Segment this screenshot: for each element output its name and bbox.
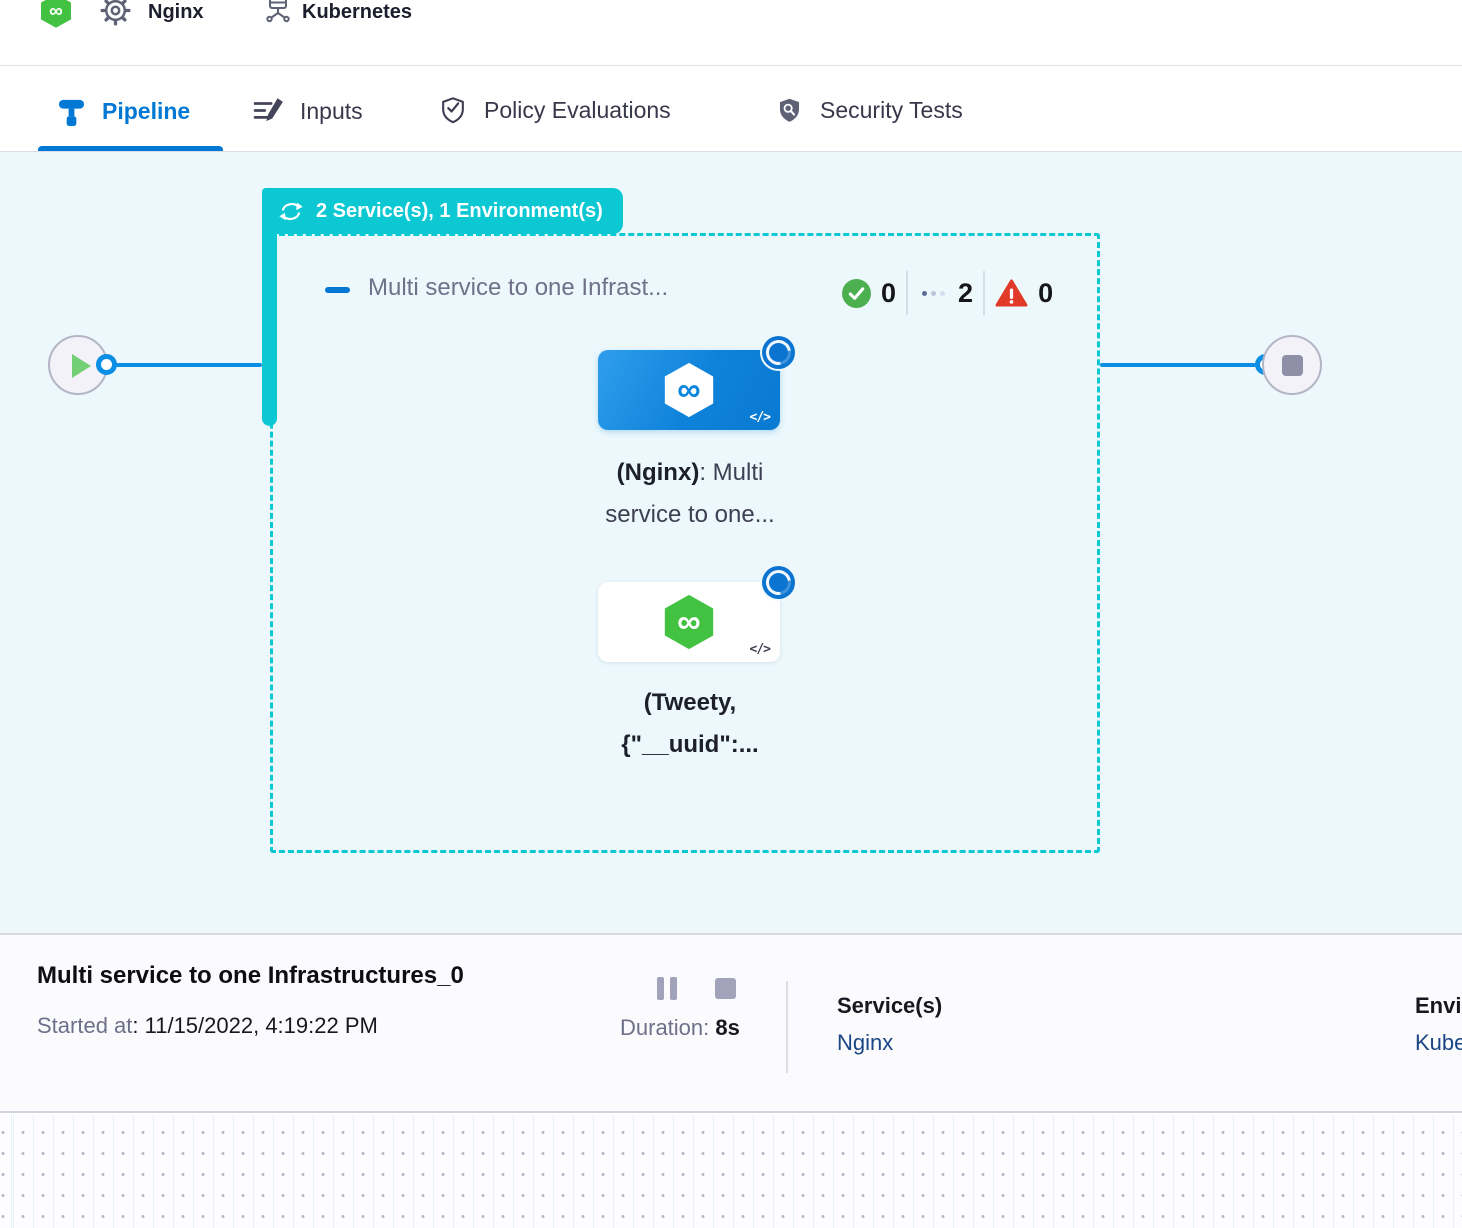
execution-tabbar: Pipeline Inputs Policy Eva <box>0 66 1462 152</box>
harness-pipeline-icon: ∞ <box>38 0 74 30</box>
header-infra-name[interactable]: Kubernetes <box>302 1 413 23</box>
service-node-nginx[interactable]: ∞ </> <box>598 350 780 430</box>
collapse-stage-button[interactable] <box>325 287 350 293</box>
stage-group-side-bar <box>262 188 277 426</box>
execution-summary-bar: Multi service to one Infrastructures_0 S… <box>0 933 1462 1113</box>
service-node-nginx-label[interactable]: (Nginx): Multi service to one... <box>605 459 775 528</box>
counter-divider <box>906 271 909 315</box>
svg-text:∞: ∞ <box>677 371 700 408</box>
duration-line: Duration: 8s <box>620 1015 740 1041</box>
services-column: Service(s) Nginx <box>837 993 942 1056</box>
harness-service-icon: ∞ <box>660 361 718 419</box>
stage-group-box <box>270 233 1100 853</box>
tab-pipeline[interactable]: Pipeline <box>57 94 190 128</box>
kubernetes-infra-icon <box>262 0 294 26</box>
running-spinner-icon <box>762 336 795 369</box>
execution-title: Multi service to one Infrastructures_0 <box>37 962 464 989</box>
stage-group-badge-label: 2 Service(s), 1 Environment(s) <box>316 199 603 222</box>
pipeline-end-node[interactable] <box>1262 335 1322 395</box>
service-node-tweety[interactable]: ∞ </> <box>598 582 780 662</box>
success-count[interactable]: 0 <box>881 277 897 308</box>
tab-policy-evaluations[interactable]: Policy Evaluations <box>438 93 671 127</box>
code-glyph: </> <box>749 410 772 425</box>
footer-divider <box>786 981 788 1073</box>
active-tab-underline <box>38 146 223 151</box>
environments-column: Environment(s) Kubernetes <box>1415 993 1462 1056</box>
environments-label: Environment(s) <box>1415 993 1462 1018</box>
tab-pipeline-label: Pipeline <box>102 98 191 124</box>
success-count-icon <box>842 278 871 308</box>
pipeline-canvas: 2 Service(s), 1 Environment(s) Multi ser… <box>0 152 1462 933</box>
svg-text:∞: ∞ <box>677 603 700 640</box>
gear-icon <box>99 0 132 27</box>
stage-title[interactable]: Multi service to one Infrast... <box>368 274 669 301</box>
duration-value: 8s <box>715 1015 740 1040</box>
header-connector-name[interactable]: Nginx <box>148 1 204 23</box>
counter-divider <box>983 271 986 315</box>
tab-inputs[interactable]: Inputs <box>253 94 363 128</box>
dotted-grid-panel <box>0 1115 1462 1228</box>
failed-count-icon <box>995 278 1028 308</box>
edge-stage-to-end <box>1100 363 1256 367</box>
pipeline-icon <box>57 96 86 127</box>
edge-start-to-stage <box>106 363 262 367</box>
code-glyph: </> <box>749 642 772 657</box>
started-at-line: Started at: 11/15/2022, 4:19:22 PM <box>37 1013 378 1039</box>
stage-step-counters: 0 2 0 <box>842 270 1053 316</box>
duration-label: Duration: <box>620 1015 716 1040</box>
environment-link-kubernetes[interactable]: Kubernetes <box>1415 1030 1462 1055</box>
edge-start-connector-dot <box>96 354 117 375</box>
abort-execution-button[interactable] <box>715 978 736 999</box>
service-node-tweety-label[interactable]: (Tweety, {"__uuid":... <box>621 689 759 758</box>
play-icon <box>72 354 91 378</box>
tab-security-label: Security Tests <box>820 97 963 123</box>
started-at-value: : 11/15/2022, 4:19:22 PM <box>132 1013 378 1038</box>
stop-icon <box>1282 355 1303 376</box>
tab-security-tests[interactable]: Security Tests <box>775 93 963 127</box>
services-label: Service(s) <box>837 993 943 1018</box>
stage-group-badge[interactable]: 2 Service(s), 1 Environment(s) <box>262 188 623 234</box>
policy-shield-check-icon <box>438 94 468 127</box>
svg-text:∞: ∞ <box>49 1 63 22</box>
security-shield-scan-icon <box>775 94 804 127</box>
inputs-icon <box>253 96 285 126</box>
harness-service-icon: ∞ <box>660 593 718 651</box>
pause-execution-button[interactable] <box>657 977 679 1000</box>
service-link-nginx[interactable]: Nginx <box>837 1030 894 1055</box>
started-at-label: Started at <box>37 1013 133 1038</box>
tab-inputs-label: Inputs <box>300 98 363 124</box>
failed-count[interactable]: 0 <box>1038 277 1054 308</box>
tab-policy-label: Policy Evaluations <box>484 97 671 123</box>
running-count[interactable]: 2 <box>958 277 974 308</box>
execution-header: ∞ Nginx <box>0 0 1462 66</box>
loop-sync-icon <box>276 198 306 225</box>
running-spinner-icon <box>762 566 795 599</box>
running-count-icon <box>918 290 948 296</box>
